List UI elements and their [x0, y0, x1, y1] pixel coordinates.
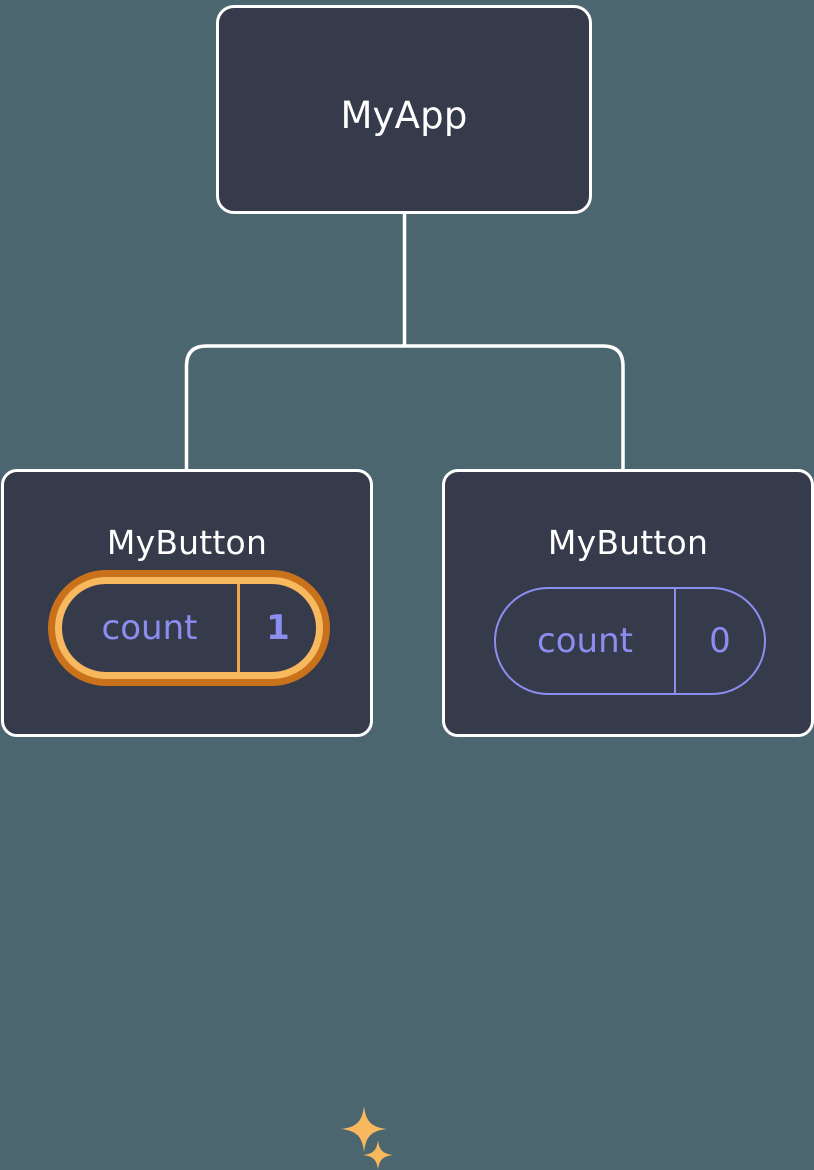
state-pill-right-key: count: [537, 621, 633, 661]
state-pill-right[interactable]: count 0: [490, 583, 770, 701]
state-pill-left-body[interactable]: count 1: [55, 577, 323, 679]
state-pill-left-value: 1: [266, 608, 290, 648]
state-pill-left[interactable]: count 1: [26, 548, 393, 1170]
node-myapp-label: MyApp: [340, 94, 468, 137]
state-pill-right-value: 0: [709, 621, 731, 661]
state-pill-left-key: count: [101, 608, 198, 648]
state-pill-left-divider: [237, 584, 240, 672]
component-tree-diagram: MyApp MyButton count 1 MyButton count 0: [1, 5, 814, 1170]
state-pill-right-divider: [674, 589, 676, 693]
node-myapp[interactable]: MyApp: [216, 5, 592, 214]
sparkle-icon: [363, 1140, 393, 1170]
node-mybutton-right-label: MyButton: [547, 523, 709, 562]
state-pill-right-body[interactable]: count 0: [494, 587, 766, 695]
tree-connectors: [184, 212, 625, 470]
node-mybutton-left-label: MyButton: [106, 523, 268, 562]
